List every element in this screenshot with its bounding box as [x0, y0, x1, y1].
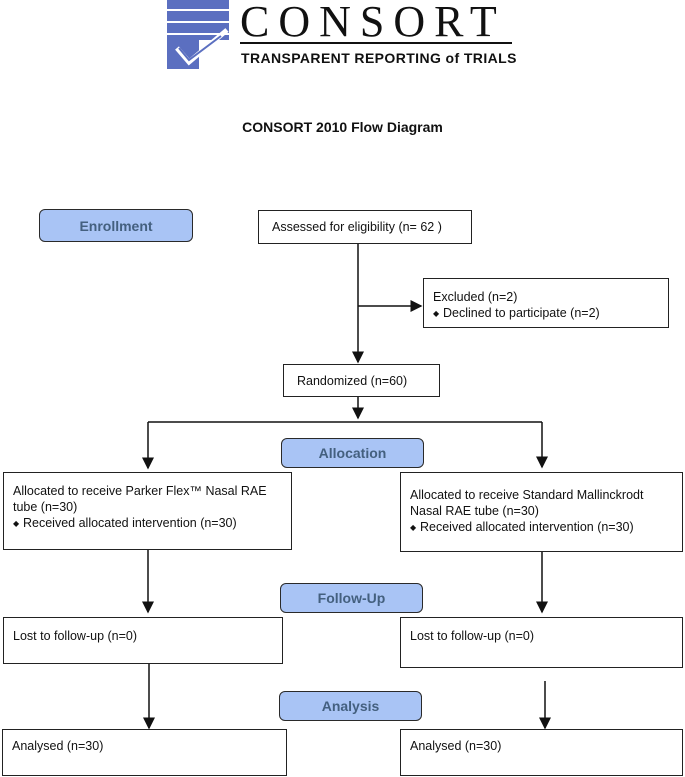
left-alloc-line2: tube (n=30)	[13, 500, 78, 514]
right-lost-text: Lost to follow-up (n=0)	[410, 629, 535, 643]
right-alloc-item: Received allocated intervention (n=30)	[420, 520, 634, 534]
phase-analysis: Analysis	[279, 691, 422, 721]
right-analysed-text: Analysed (n=30)	[410, 739, 502, 753]
randomized-text: Randomized (n=60)	[297, 374, 408, 388]
logo-wordmark: CONSORT	[240, 0, 506, 46]
left-alloc-item: Received allocated intervention (n=30)	[23, 516, 237, 530]
diagram-title: CONSORT 2010 Flow Diagram	[242, 119, 443, 135]
right-alloc-line1: Allocated to receive Standard Mallinckro…	[410, 488, 644, 502]
logo-subtitle: TRANSPARENT REPORTING of TRIALS	[241, 50, 517, 66]
left-lost-text: Lost to follow-up (n=0)	[13, 629, 138, 643]
assessed-box: Assessed for eligibility (n= 62 )	[258, 210, 472, 244]
phase-allocation: Allocation	[281, 438, 424, 468]
excluded-box: Excluded (n=2) ◆Declined to participate …	[423, 278, 669, 328]
left-alloc-line1: Allocated to receive Parker Flex™ Nasal …	[13, 484, 267, 498]
right-analysed-box: Analysed (n=30)	[400, 729, 683, 776]
right-allocation-box: Allocated to receive Standard Mallinckro…	[400, 472, 683, 552]
phase-enrollment: Enrollment	[39, 209, 193, 242]
left-allocation-box: Allocated to receive Parker Flex™ Nasal …	[3, 472, 292, 550]
left-lost-box: Lost to follow-up (n=0)	[3, 617, 283, 664]
bullet-icon: ◆	[433, 309, 440, 318]
consort-logo-mark-icon	[167, 0, 229, 69]
logo-rule	[240, 42, 512, 44]
assessed-text: Assessed for eligibility (n= 62 )	[272, 220, 442, 234]
bullet-icon: ◆	[13, 519, 20, 528]
right-alloc-line2: Nasal RAE tube (n=30)	[410, 504, 539, 518]
excluded-item: Declined to participate (n=2)	[443, 306, 600, 320]
left-analysed-text: Analysed (n=30)	[12, 739, 104, 753]
left-analysed-box: Analysed (n=30)	[2, 729, 287, 776]
excluded-title: Excluded (n=2)	[433, 290, 518, 304]
right-lost-box: Lost to follow-up (n=0)	[400, 617, 683, 668]
phase-follow-up: Follow-Up	[280, 583, 423, 613]
bullet-icon: ◆	[410, 523, 417, 532]
randomized-box: Randomized (n=60)	[283, 364, 440, 397]
